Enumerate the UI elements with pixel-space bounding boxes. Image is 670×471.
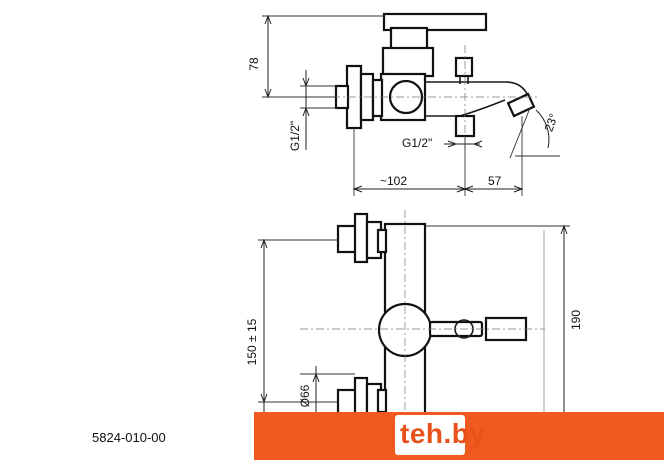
dim-label-g12-horizontal: G1/2" [402,136,432,150]
dim-label-angle-23: 23° [542,112,561,134]
top-handle-lever [382,12,488,32]
logo-text-tld: by [451,418,486,449]
dim-label-diameter-66: Ø66 [298,384,312,407]
dim-label-190: 190 [569,310,583,330]
top-nut-inner [371,78,384,118]
dim-label-78: 78 [247,57,261,71]
dim-label-150: 150 ± 15 [245,318,259,365]
product-code: 5824-010-00 [92,430,166,445]
logo-text-dot: . [443,418,452,449]
front-bottom-nut-inner [376,388,388,414]
front-top-nut-inner [376,228,388,254]
top-handle-cap [389,26,429,52]
top-diverter-knob [454,56,474,78]
dim-label-57: 57 [488,174,502,188]
front-top-flange-plate [353,212,369,264]
dim-label-g12-vertical: G1/2" [288,121,302,151]
teh-by-logo[interactable]: teh.by [400,418,485,450]
dim-label-102: ~102 [380,174,407,188]
top-view [262,12,560,196]
top-spout-nozzle [506,92,536,118]
top-cartridge [381,46,435,78]
logo-text-main: teh [400,418,444,449]
front-bottom-flange-plate [353,376,369,416]
front-view [258,210,570,416]
logo-white-box [395,415,465,455]
top-ball [388,79,424,115]
